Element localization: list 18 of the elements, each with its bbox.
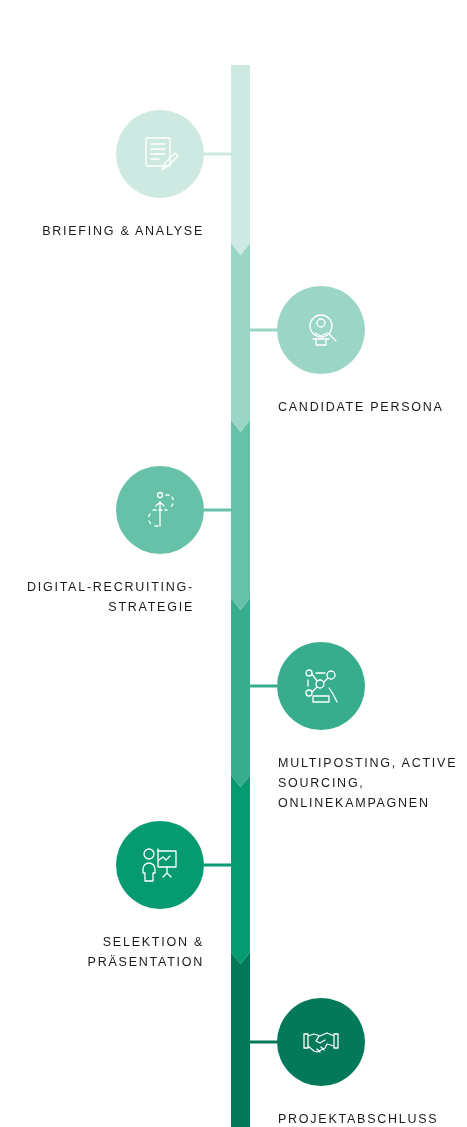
connector-line xyxy=(250,1040,277,1044)
step-label: DIGITAL-RECRUITING-STRATEGIE xyxy=(25,579,194,616)
connector-line xyxy=(204,863,231,867)
timeline-segment xyxy=(231,243,250,432)
step-label: BRIEFING & ANALYSE xyxy=(41,223,204,240)
step-label: SELEKTION & PRÄSENTATION xyxy=(86,934,204,971)
timeline-segment xyxy=(231,775,250,964)
connector-line xyxy=(250,684,277,688)
connector-line xyxy=(204,152,231,156)
timeline-segment xyxy=(231,420,250,610)
step-label: PROJEKTABSCHLUSS xyxy=(278,1111,440,1127)
connector-line xyxy=(204,508,231,512)
step-label: MULTIPOSTING, ACTIVE SOURCING, ONLINEKAMPAGNEN xyxy=(278,755,459,812)
connector-line xyxy=(250,328,277,332)
step-label: CANDIDATE PERSONA xyxy=(278,399,445,416)
timeline-segment xyxy=(231,598,250,787)
timeline-segment xyxy=(231,65,250,255)
timeline-segment xyxy=(231,952,250,1127)
